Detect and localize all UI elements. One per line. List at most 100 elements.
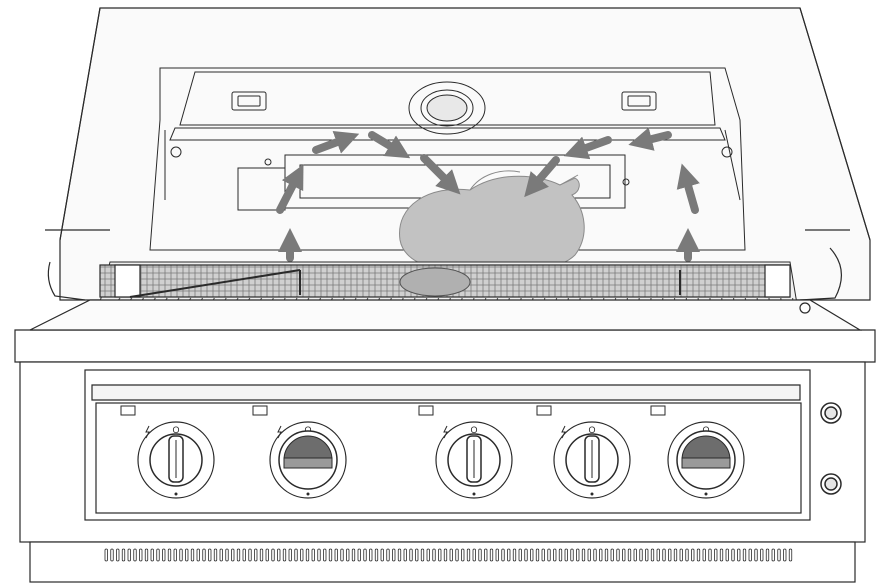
burner-indicator-icon [650, 405, 666, 416]
vent-slot [357, 548, 361, 562]
knob-3[interactable]: O [418, 405, 513, 499]
vent-slot [472, 548, 476, 562]
vent-slot [415, 548, 419, 562]
vent-slot [323, 548, 327, 562]
vent-slot [530, 548, 534, 562]
knob-1[interactable]: O [120, 405, 215, 499]
side-controls [820, 402, 842, 495]
vent-slot [662, 548, 666, 562]
vent-slot [478, 548, 482, 562]
vent-slot [254, 548, 258, 562]
vent-slot [300, 548, 304, 562]
vent-slot [610, 548, 614, 562]
vent-slot [685, 548, 689, 562]
vent-slot [777, 548, 781, 562]
airflow-arrow [420, 154, 461, 195]
vent-slot [484, 548, 488, 562]
vent-slot [449, 548, 453, 562]
vent-slot [668, 548, 672, 562]
vent-slot [265, 548, 269, 562]
vent-slot [639, 548, 643, 562]
vent-slot [334, 548, 338, 562]
vent-slot [714, 548, 718, 562]
ignition-button[interactable] [820, 473, 842, 495]
vent-slot [409, 548, 413, 562]
vent-slot [696, 548, 701, 562]
hood-right-lip [799, 247, 842, 301]
vent-slot [242, 548, 246, 562]
knob-5[interactable]: O [650, 405, 745, 499]
rear-burner-bracket [237, 167, 286, 211]
vent-slot [673, 548, 678, 562]
burner-indicator-icon [120, 405, 136, 416]
vent-slot [737, 548, 741, 562]
vent-slot [432, 548, 436, 562]
vent-slot [363, 548, 367, 562]
vent-slot [305, 548, 310, 562]
vent-slot [213, 548, 218, 562]
vent-slot [162, 548, 166, 562]
vent-slot [771, 548, 775, 562]
light-button[interactable] [820, 402, 842, 424]
vent-slot [656, 548, 660, 562]
vent-slot [535, 548, 540, 562]
vent-slot [156, 548, 160, 562]
ignition-icon [145, 425, 150, 439]
knob-zero-marker: O [702, 425, 709, 435]
vent-slot [466, 548, 471, 562]
vent-slot [420, 548, 425, 562]
vent-slot [524, 548, 528, 562]
vent-slot [553, 548, 557, 562]
ignition-icon [443, 425, 448, 439]
burner-indicator-icon [418, 405, 434, 416]
vent-slot [351, 548, 356, 562]
knob-4[interactable]: O [536, 405, 631, 499]
vent-slot [259, 548, 264, 562]
airflow-arrow [563, 136, 612, 160]
vent-slot [190, 548, 195, 562]
knob-zero-marker: O [172, 425, 179, 435]
burner-indicator-icon [252, 405, 268, 416]
vent-slot [719, 548, 724, 562]
vent-slot [225, 548, 229, 562]
airflow-arrow [312, 130, 360, 154]
vent-slot [144, 548, 149, 562]
vent-slot [392, 548, 396, 562]
vent-slot [167, 548, 172, 562]
hood-left-lip [47, 261, 86, 301]
vent-slot [127, 548, 131, 562]
vent-slot [507, 548, 511, 562]
vent-slot [231, 548, 235, 562]
vent-slot [110, 548, 114, 562]
burner-indicator-icon [536, 405, 552, 416]
airflow-arrow [524, 156, 560, 198]
vent-slot [587, 548, 591, 562]
vent-slot [397, 548, 402, 562]
vent-slot [236, 548, 241, 562]
airflow-arrow [628, 127, 672, 151]
vent-slot [691, 548, 695, 562]
vent-slot [512, 548, 517, 562]
spit-mount-left [170, 146, 182, 158]
vent-slot [541, 548, 545, 562]
vent-slot [294, 548, 298, 562]
frame-top-rim [14, 329, 876, 363]
knob-2[interactable]: O [252, 405, 347, 499]
vent-slot [754, 548, 758, 562]
rotisserie-burner [99, 264, 791, 298]
vent-slot [725, 548, 729, 562]
vent-slot [650, 548, 655, 562]
vent-slot [742, 548, 747, 562]
vent-slot [593, 548, 597, 562]
vent-slot [501, 548, 505, 562]
vent-slot [604, 548, 609, 562]
vent-slot [547, 548, 551, 562]
airflow-arrow [676, 163, 700, 214]
hood-left-edge [59, 7, 101, 241]
vent-slot [150, 548, 154, 562]
vent-slot [489, 548, 494, 562]
vent-slot [340, 548, 344, 562]
vent-slot [179, 548, 183, 562]
vent-slot [133, 548, 137, 562]
